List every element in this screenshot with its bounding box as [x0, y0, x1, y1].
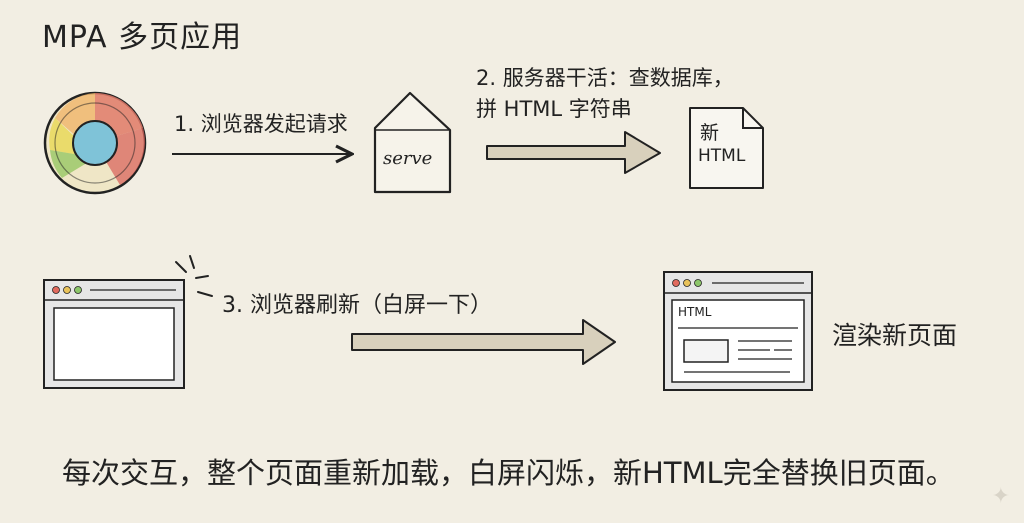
step1-label: 1. 浏览器发起请求 — [174, 112, 348, 136]
server-house-icon — [373, 91, 452, 194]
step2-label-line2: 拼 HTML 字符串 — [476, 97, 632, 121]
browser-logo-icon — [43, 91, 147, 195]
new-page-browser-window — [663, 271, 813, 391]
step2-label-line1: 2. 服务器干活：查数据库， — [476, 66, 734, 90]
render-label: 渲染新页面 — [832, 321, 958, 350]
page-header-label: HTML — [678, 305, 712, 319]
doc-label-line2: HTML — [698, 146, 746, 166]
sparkle-icon: ✦ — [991, 484, 1010, 509]
arrow-server-work — [486, 131, 661, 174]
doc-label-line1: 新 — [700, 122, 720, 144]
document-icon — [689, 107, 764, 189]
step3-label: 3. 浏览器刷新（白屏一下） — [222, 293, 492, 318]
summary-caption: 每次交互，整个页面重新加载，白屏闪烁，新HTML完全替换旧页面。 — [62, 456, 955, 490]
server-label: serve — [383, 148, 433, 169]
arrow-refresh — [351, 319, 616, 365]
blank-browser-window — [43, 255, 213, 389]
page-title: MPA 多页应用 — [42, 20, 243, 55]
